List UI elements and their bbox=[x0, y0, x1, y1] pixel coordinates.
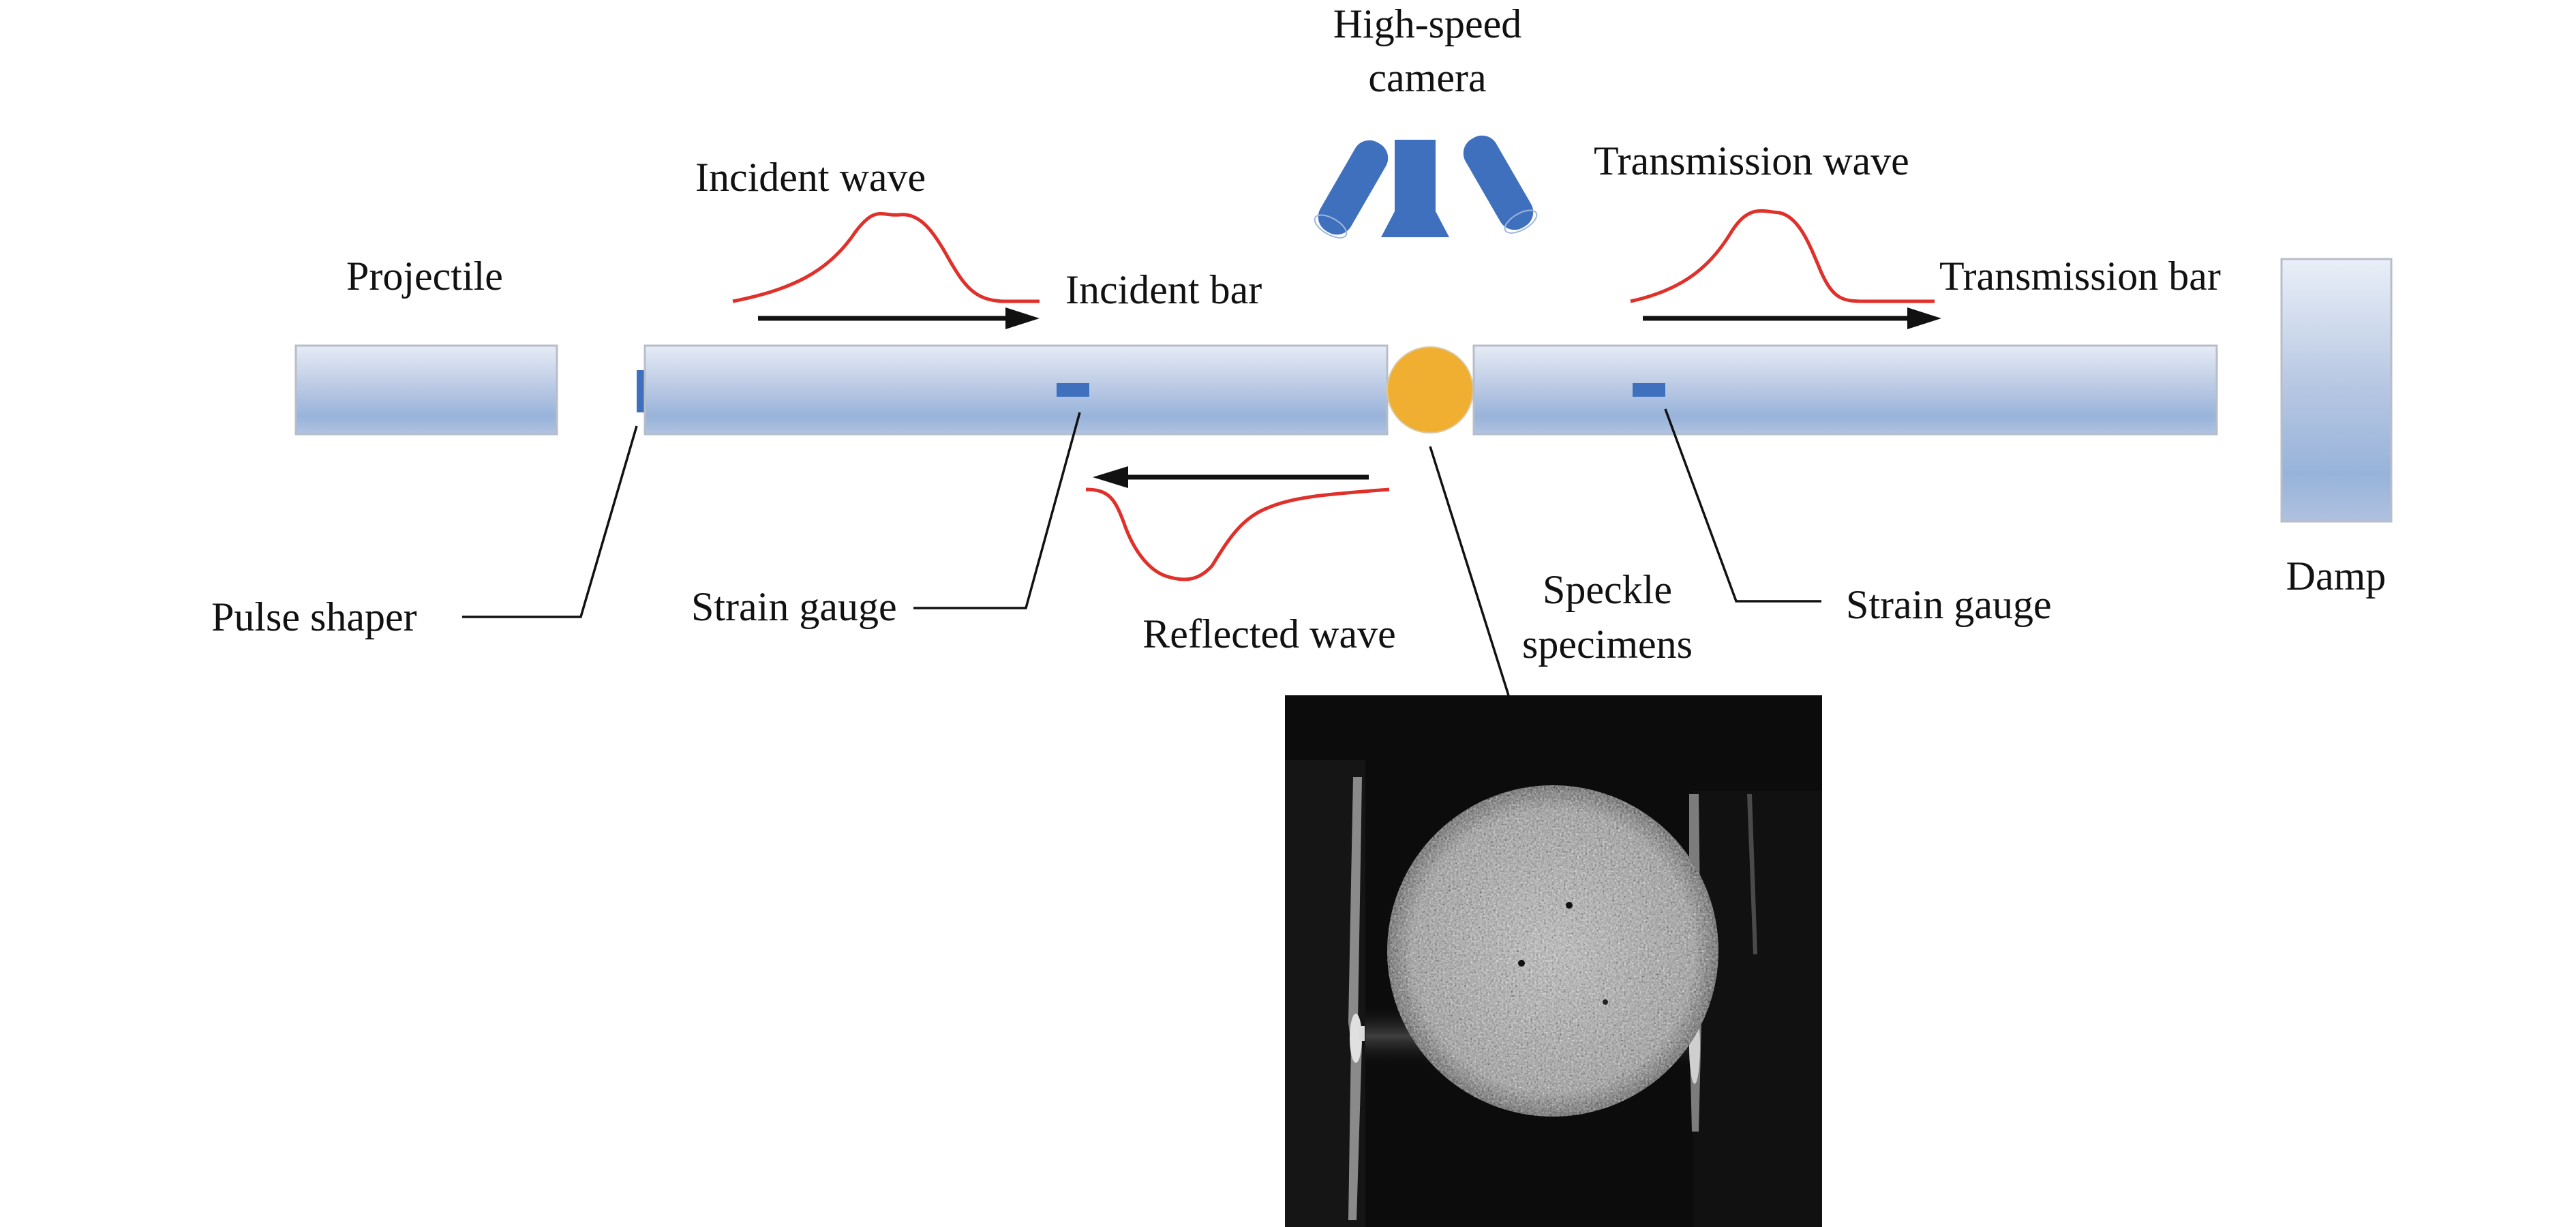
pulse-shaper-label: Pulse shaper bbox=[211, 594, 417, 639]
strain-gauge-left-leader bbox=[913, 412, 1081, 609]
photo-speckle-texture bbox=[1387, 785, 1718, 1117]
photo-speckle-spot-1 bbox=[1518, 960, 1525, 967]
reflected-direction-arrow bbox=[1093, 466, 1369, 488]
photo-speckle-spot-3 bbox=[1603, 999, 1608, 1005]
incident-direction-arrow bbox=[758, 307, 1040, 329]
reflected-wave-pulse bbox=[1085, 487, 1390, 581]
camera-left-lens-icon bbox=[1314, 140, 1389, 239]
transmission-wave-label: Transmission wave bbox=[1594, 138, 1909, 183]
camera-label-line2: camera bbox=[1368, 55, 1486, 100]
pulse-shaper bbox=[637, 370, 645, 412]
strain-gauge-left-icon bbox=[1057, 383, 1089, 397]
incident-wave-label: Incident wave bbox=[695, 155, 926, 200]
transmission-bar-label: Transmission bar bbox=[1939, 254, 2221, 299]
photo-right-bar-edge-2 bbox=[1747, 794, 1757, 954]
photo-left-highlight bbox=[1350, 1014, 1362, 1063]
speckle-photo bbox=[1285, 695, 1822, 1227]
transmission-bar bbox=[1472, 344, 2218, 436]
pulse-shaper-leader bbox=[462, 425, 638, 618]
strain-gauge-right-label: Strain gauge bbox=[1846, 582, 2052, 627]
camera-label-line1: High-speed bbox=[1333, 1, 1522, 46]
strain-gauge-left-label: Strain gauge bbox=[691, 584, 897, 629]
strain-gauge-right-leader bbox=[1664, 408, 1821, 603]
camera-body-icon bbox=[1381, 140, 1449, 237]
specimen-leader bbox=[1429, 446, 1510, 696]
projectile-label: Projectile bbox=[346, 254, 503, 299]
specimen-disc-icon bbox=[1387, 346, 1474, 434]
transmission-wave-pulse bbox=[1630, 209, 1935, 303]
damp-block bbox=[2280, 258, 2393, 523]
strain-gauge-right-icon bbox=[1633, 383, 1665, 397]
speckle-label-line1: Speckle bbox=[1543, 567, 1672, 612]
reflected-wave-label: Reflected wave bbox=[1142, 611, 1395, 656]
damp-label: Damp bbox=[2286, 554, 2386, 599]
high-speed-camera-icon bbox=[1314, 135, 1538, 239]
photo-right-bar-end bbox=[1693, 791, 1822, 1227]
photo-speckle-spot-2 bbox=[1566, 902, 1573, 909]
incident-wave-pulse bbox=[732, 212, 1040, 303]
speckle-label-line2: specimens bbox=[1522, 622, 1693, 667]
photo-left-mark bbox=[1359, 1026, 1365, 1041]
incident-bar bbox=[643, 344, 1389, 436]
camera-right-lens-icon bbox=[1463, 135, 1538, 234]
projectile bbox=[294, 344, 558, 436]
transmission-direction-arrow bbox=[1643, 307, 1941, 329]
incident-bar-label: Incident bar bbox=[1065, 267, 1262, 312]
photo-left-bar-edge bbox=[1348, 777, 1362, 1220]
